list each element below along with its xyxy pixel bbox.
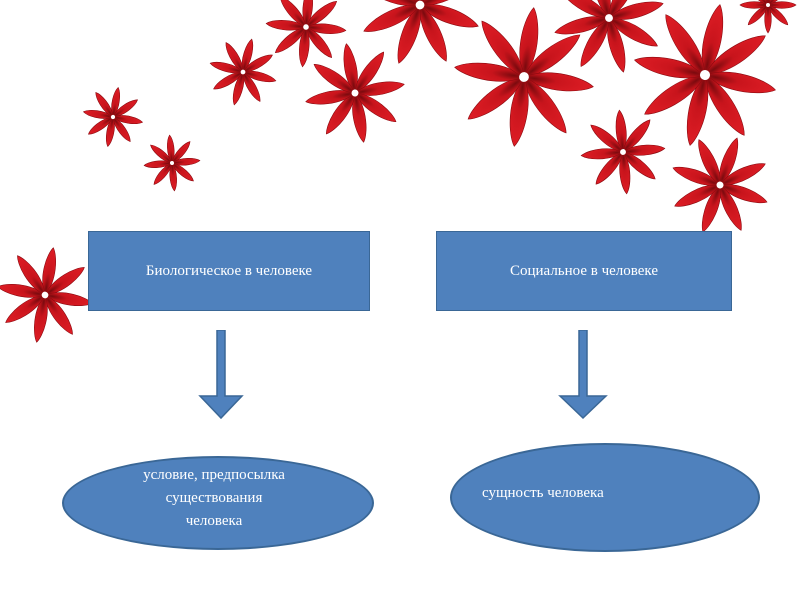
- flower-icon: [0, 247, 93, 343]
- condition-line-3: человека: [185, 513, 243, 529]
- flower-icon: [361, 0, 479, 64]
- condition-oval-text: условие, предпосылка существования челов…: [94, 464, 334, 533]
- flower-icon: [634, 4, 776, 146]
- condition-line-2: существования: [165, 490, 263, 506]
- flower-icon: [209, 38, 277, 106]
- down-arrow-left-icon: [198, 330, 244, 420]
- down-arrow-right-icon: [558, 330, 608, 420]
- biological-box-label: Биологическое в человеке: [145, 262, 313, 279]
- flower-icon: [580, 109, 666, 195]
- essence-oval-text: сущность человека: [482, 485, 604, 501]
- flower-icon: [454, 7, 594, 147]
- flower-icon: [82, 86, 144, 148]
- flower-icon: [143, 134, 201, 192]
- flower-icon: [554, 0, 664, 73]
- condition-oval: условие, предпосылка существования челов…: [62, 456, 374, 550]
- flower-icon: [672, 137, 768, 233]
- condition-line-1: условие, предпосылка: [143, 467, 285, 483]
- social-box-label: Социальное в человеке: [509, 262, 659, 279]
- social-box: Социальное в человеке: [436, 231, 732, 311]
- biological-box: Биологическое в человеке: [88, 231, 370, 311]
- flower-icon: [739, 0, 797, 34]
- essence-oval: сущность человека: [450, 443, 760, 552]
- flower-icon: [265, 0, 347, 68]
- flower-icon: [305, 43, 405, 143]
